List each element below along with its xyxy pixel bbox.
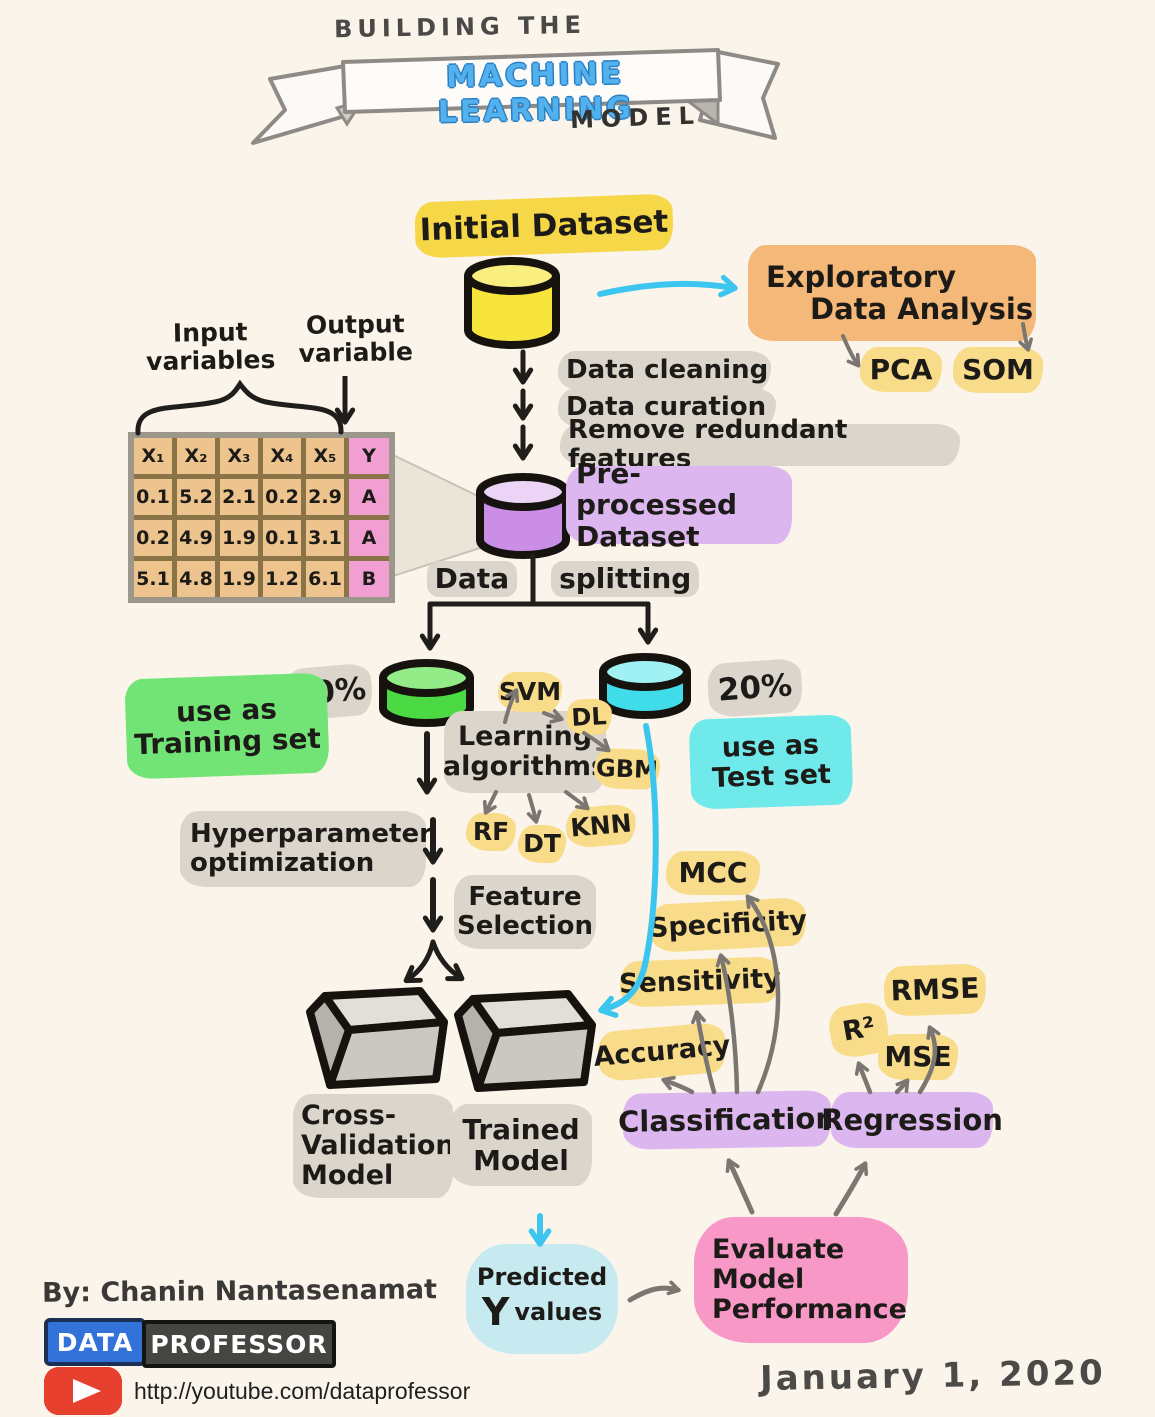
algo-dt: DT	[518, 825, 566, 863]
som-label: SOM	[953, 347, 1043, 393]
regression-label: Regression	[821, 1092, 1003, 1148]
algo-dl: DL	[565, 697, 613, 737]
cell: 2.1	[215, 474, 263, 520]
cell: 0.2	[258, 474, 306, 520]
step-data-cleaning: Data cleaning	[558, 351, 771, 391]
cell: 5.1	[128, 556, 177, 603]
step-remove-redundant: Remove redundant features	[560, 415, 960, 474]
badge-data: DATA	[44, 1318, 146, 1366]
algo-rf: RF	[466, 813, 516, 851]
col-x1: X₁	[128, 432, 177, 479]
table-header-row: X₁ X₂ X₃ X₄ X₅ Y	[128, 432, 395, 479]
table-row: 5.1 4.8 1.9 1.2 6.1 B	[128, 556, 395, 603]
title-top: BUILDING THE	[333, 10, 587, 44]
output-variable-label: Output variable	[298, 309, 414, 368]
metric-sensitivity: Sensitivity	[619, 956, 781, 1008]
classification-label: Classification	[618, 1090, 836, 1150]
cell: A	[344, 515, 395, 561]
trained-model-label: Trained Model	[450, 1104, 592, 1186]
cell: 0.1	[128, 474, 177, 520]
cell: 4.9	[172, 515, 220, 561]
test-pct-label: 20%	[706, 657, 804, 719]
hyperparameter-label: Hyperparameter optimization	[180, 811, 432, 887]
preprocessed-dataset-label: Pre-processed Dataset	[566, 458, 792, 552]
algo-gbm: GBM	[593, 747, 661, 791]
byline: By: Chanin Nantasenamat	[41, 1274, 438, 1309]
cell: 1.9	[215, 556, 263, 603]
feature-selection-label: Feature Selection	[454, 875, 596, 949]
pca-label: PCA	[860, 347, 942, 392]
ribbon-left-tail	[251, 64, 347, 145]
initial-dataset-db-icon	[464, 257, 560, 349]
cv-model-label: Cross- Validation Model	[293, 1094, 455, 1198]
youtube-url: http://youtube.com/dataprofessor	[134, 1378, 471, 1404]
cell: 3.1	[301, 515, 349, 561]
initial-dataset-label: Initial Dataset	[414, 193, 674, 259]
test-db-icon	[599, 653, 691, 719]
input-variables-label: Input variables	[145, 317, 276, 377]
cell: B	[344, 556, 395, 603]
evaluate-label: Evaluate Model Performance	[694, 1217, 908, 1343]
badge-professor: PROFESSOR	[142, 1320, 336, 1368]
col-x3: X₃	[215, 432, 263, 479]
col-x2: X₂	[172, 432, 220, 479]
ribbon-band	[341, 48, 722, 114]
youtube-icon	[44, 1367, 122, 1415]
metric-mse: MSE	[878, 1034, 958, 1080]
eda-label: Exploratory Data Analysis	[748, 245, 1036, 341]
col-x5: X₅	[301, 432, 349, 479]
cell: 6.1	[301, 556, 349, 603]
trained-model-box-icon	[454, 990, 596, 1092]
title-bottom: MODEL	[569, 101, 702, 135]
data-splitting-label: Data splitting	[426, 557, 700, 601]
date-label: January 1, 2020	[759, 1352, 1107, 1400]
table-row: 0.1 5.2 2.1 0.2 2.9 A	[128, 474, 395, 520]
col-x4: X₄	[258, 432, 306, 479]
cell: 1.2	[258, 556, 306, 603]
cell: 0.1	[258, 515, 306, 561]
preprocessed-db-icon	[476, 473, 570, 559]
algo-knn: KNN	[564, 803, 638, 849]
cell: 4.8	[172, 556, 220, 603]
table-row: 0.2 4.9 1.9 0.1 3.1 A	[128, 515, 395, 561]
y-symbol: Y	[481, 1290, 510, 1335]
col-y: Y	[344, 432, 395, 479]
test-set-label: use as Test set	[688, 714, 854, 810]
metric-rmse: RMSE	[883, 963, 987, 1017]
cell: 1.9	[215, 515, 263, 561]
predicted-values-label: Predicted Y values	[466, 1244, 618, 1354]
cell: 0.2	[128, 515, 177, 561]
metric-specificity: Specificity	[648, 896, 808, 954]
training-set-label: use as Training set	[124, 672, 330, 780]
cv-model-box-icon	[306, 987, 448, 1089]
cell: 2.9	[301, 474, 349, 520]
step-data-curation: Data curation	[558, 388, 776, 428]
cell: A	[344, 474, 395, 520]
metric-mcc: MCC	[666, 851, 760, 895]
algo-svm: SVM	[498, 672, 562, 712]
cell: 5.2	[172, 474, 220, 520]
training-db-icon	[379, 659, 474, 727]
dataset-table: X₁ X₂ X₃ X₄ X₅ Y 0.1 5.2 2.1 0.2 2.9 A 0…	[128, 432, 395, 603]
ribbon-banner	[251, 48, 780, 145]
